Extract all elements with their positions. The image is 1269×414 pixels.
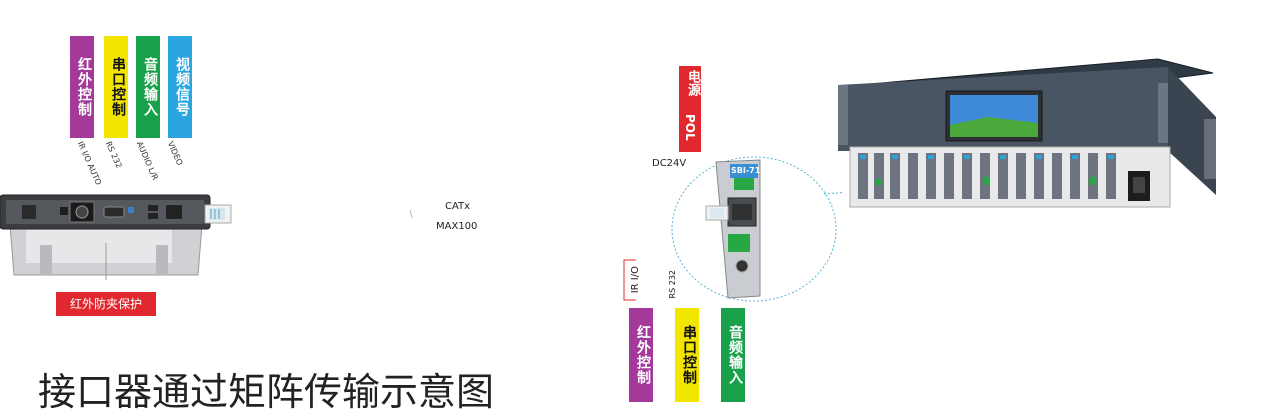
power-label: 电源 POL <box>679 66 701 152</box>
bottom-label-serial-control: 串口控制 <box>675 308 699 402</box>
label-video-signal: 视频信号 <box>168 36 192 138</box>
cable-distance: MAX100 <box>436 221 478 232</box>
port-label-rs232: RS 232 <box>103 140 124 170</box>
cable-mark <box>409 209 413 219</box>
cable-type: CATx <box>445 201 471 212</box>
label-serial-control: 串口控制 <box>104 36 128 138</box>
bottom-label-ir-control: 红外控制 <box>629 308 653 402</box>
bottom-label-audio-input: 音频输入 <box>721 308 745 402</box>
port-label-audio: AUDIO L/R <box>134 140 160 182</box>
port-label-video: VIDEO <box>165 140 185 167</box>
protection-label: 红外防夹保护 <box>56 292 156 316</box>
page-title: 接口器通过矩阵传输示意图 <box>38 370 495 414</box>
port-label-ir: IR I/O AUTO <box>75 140 104 187</box>
matrix-rack <box>838 58 1216 208</box>
card-zoom-circle <box>671 156 844 302</box>
interface-box <box>0 194 232 280</box>
label-ir-control: 红外控制 <box>70 36 94 138</box>
power-label-sub: POL <box>683 114 697 141</box>
power-label-text: 电源 <box>685 70 700 96</box>
card-ir-label: IR I/O <box>630 266 641 294</box>
ir-bracket <box>623 259 636 301</box>
power-voltage: DC24V <box>652 158 687 169</box>
card-rs-label: RS 232 <box>668 270 677 299</box>
label-audio-input: 音频输入 <box>136 36 160 138</box>
card-model: SBI-71 <box>731 166 761 175</box>
